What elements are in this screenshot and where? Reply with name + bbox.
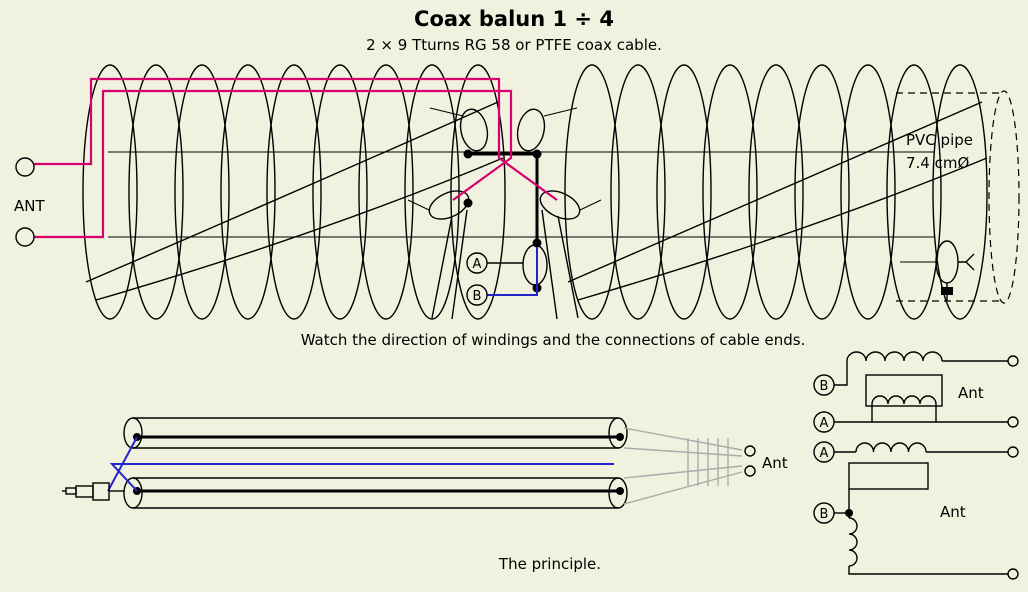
ant-terminal-top — [15, 157, 35, 177]
principle-ant-label: Ant — [762, 454, 788, 472]
junction-dot — [616, 487, 624, 495]
page-subtitle: 2 × 9 Tturns RG 58 or PTFE coax cable. — [366, 36, 662, 54]
ant-terminals: ANT — [14, 157, 45, 247]
terminal-a-label: A — [820, 416, 829, 431]
feed-line — [623, 427, 743, 451]
junction-dot — [532, 149, 542, 159]
ant-label: ANT — [14, 197, 45, 215]
coil-turn — [220, 64, 276, 320]
main-diagram: ANT A B PVC pipe 7.4 cmØ Watch the direc… — [14, 64, 1020, 349]
pipe-end-connector — [900, 240, 975, 301]
principle-caption: The principle. — [498, 555, 601, 573]
cable-end-ellipse — [539, 190, 581, 220]
left-coil — [82, 64, 506, 320]
ant-terminal — [744, 465, 756, 477]
blue-wire-main — [487, 247, 538, 296]
coil-turn — [312, 64, 368, 320]
principle-diagram: Ant The principle. — [62, 417, 788, 573]
coil-turn — [82, 64, 138, 320]
wire — [834, 361, 848, 386]
cable-end-ellipse — [516, 108, 546, 152]
terminal-b-label: B — [820, 507, 829, 522]
antenna-fork-icon — [958, 253, 975, 271]
right-coil — [564, 64, 988, 320]
coil-turn — [358, 64, 414, 320]
coax-cable-1 — [123, 417, 628, 449]
schematic-bottom: A B Ant — [813, 441, 1019, 580]
cross-wire — [109, 463, 614, 492]
coax-cable-2 — [123, 477, 628, 509]
header: Coax balun 1 ÷ 4 2 × 9 Tturns RG 58 or P… — [366, 7, 662, 54]
coil-turn — [748, 64, 804, 320]
main-caption: Watch the direction of windings and the … — [301, 331, 806, 349]
hatch-marks — [687, 438, 729, 486]
wire — [871, 404, 937, 422]
feed-line — [623, 471, 743, 505]
coil-back-line — [577, 157, 988, 301]
terminal-b-badge: B — [466, 284, 488, 306]
cable-end-ellipse — [428, 190, 470, 220]
balun-box — [848, 462, 929, 490]
ant-terminal — [1007, 446, 1019, 458]
coil-turn — [840, 64, 896, 320]
terminal-b-label: B — [473, 289, 482, 304]
bnc-connector — [62, 482, 124, 501]
coil-turn — [404, 64, 460, 320]
ground-block — [941, 287, 953, 295]
coil-back-line — [567, 101, 983, 283]
coil-turn — [656, 64, 712, 320]
feed-line — [623, 447, 743, 457]
terminal-a-label: A — [820, 446, 829, 461]
coil-turn — [266, 64, 322, 320]
junction-dot — [616, 433, 624, 441]
inductor-coil — [848, 517, 858, 567]
coil-turn — [886, 64, 942, 320]
pink-wires — [34, 77, 558, 239]
terminal-a-label: A — [473, 257, 482, 272]
terminal-a-badge: A — [466, 252, 488, 274]
coil-turn — [932, 64, 988, 320]
junction-dot — [463, 149, 473, 159]
cable-end-ellipse — [459, 108, 489, 152]
coil-turn — [564, 64, 620, 320]
ant-terminal-bottom — [15, 227, 35, 247]
pvc-pipe-label-line2: 7.4 cmØ — [906, 154, 969, 172]
coil-turn — [702, 64, 758, 320]
inductor-coil — [871, 395, 937, 405]
ant-terminal — [1007, 355, 1019, 367]
pipe-end-ellipse — [988, 90, 1020, 304]
terminal-b-label: B — [820, 379, 829, 394]
schematic-top: B A Ant — [813, 351, 1019, 433]
inductor-coil — [846, 351, 943, 362]
cable-to-coil-lines — [431, 209, 579, 320]
pink-wire-1 — [34, 77, 558, 201]
antenna-feed-lines — [623, 427, 743, 505]
feed-line — [623, 465, 743, 479]
coil-back-line — [95, 157, 504, 301]
coil-turn — [794, 64, 850, 320]
coil-turn — [174, 64, 230, 320]
ant-terminal — [1007, 416, 1019, 428]
pvc-pipe-label-line1: PVC pipe — [906, 131, 973, 149]
page-title: Coax balun 1 ÷ 4 — [414, 7, 614, 31]
pink-wire-2 — [34, 89, 513, 239]
inductor-coil — [855, 442, 927, 453]
wire — [848, 566, 1008, 575]
junction-dot — [463, 198, 473, 208]
center-connections — [407, 107, 602, 320]
schematic-bottom-ant-label: Ant — [940, 503, 966, 521]
junction-dot — [532, 238, 542, 248]
blue-cross-wires — [107, 436, 614, 492]
coil-turn — [610, 64, 666, 320]
schematic-top-ant-label: Ant — [958, 384, 984, 402]
balun-box — [865, 374, 943, 407]
coil-back-line — [85, 101, 499, 283]
pvc-pipe-outline — [896, 90, 1020, 304]
ant-terminal — [744, 445, 756, 457]
b-wire — [487, 247, 538, 296]
ant-terminal — [1007, 568, 1019, 580]
coil-turn — [128, 64, 184, 320]
